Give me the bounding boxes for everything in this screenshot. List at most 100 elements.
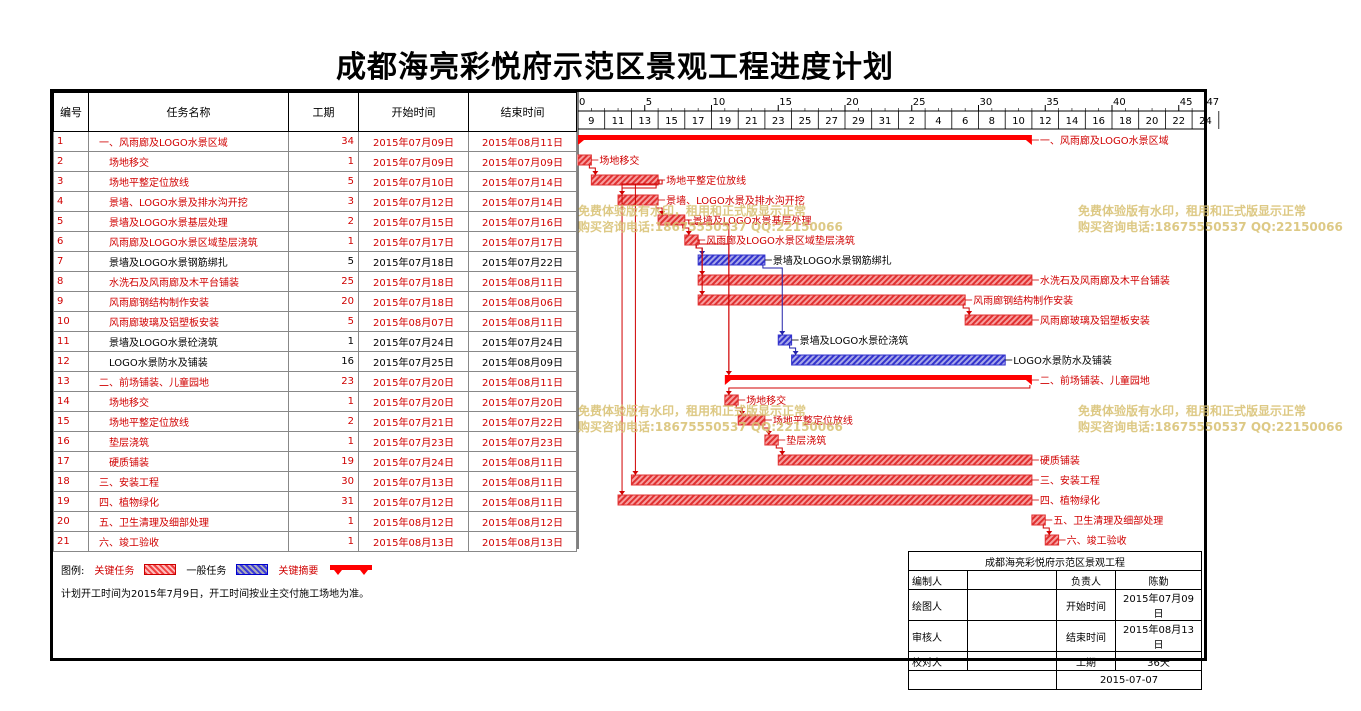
watermark-2: 免费体验版有水印，租用和正式版显示正常购买咨询电话:18675550537 QQ… xyxy=(1078,204,1343,234)
date-tick-label: 4 xyxy=(935,116,941,127)
date-tick-label: 20 xyxy=(1146,116,1159,127)
gantt-bar-label: 场地平整定位放线 xyxy=(666,174,746,187)
dependency-arrow xyxy=(1046,531,1053,535)
day-tick-label: 25 xyxy=(913,97,926,108)
info-cell: 36天 xyxy=(1115,651,1202,671)
gantt-bar-label: 硬质铺装 xyxy=(1040,454,1080,467)
gantt-bar xyxy=(764,434,779,446)
gantt-summary-cap xyxy=(724,380,731,385)
day-tick-label: 0 xyxy=(579,97,585,108)
gantt-bar xyxy=(577,154,592,166)
row-end: 2015年07月22日 xyxy=(468,251,577,272)
gantt-bar xyxy=(630,474,1033,486)
date-tick-label: 29 xyxy=(852,116,865,127)
dependency-line xyxy=(686,219,730,375)
gantt-summary-cap xyxy=(1025,380,1032,385)
dependency-arrow xyxy=(632,471,639,475)
gantt-bar-label: 场地移交 xyxy=(599,154,639,167)
header-start: 开始时间 xyxy=(358,92,469,132)
gantt-bar-label: 场地移交 xyxy=(746,394,786,407)
info-cell: 2015年08月13日 xyxy=(1115,620,1202,652)
info-cell: 结束时间 xyxy=(1056,620,1116,652)
date-tick-label: 23 xyxy=(772,116,785,127)
day-tick-label: 40 xyxy=(1113,97,1126,108)
date-tick-label: 31 xyxy=(879,116,892,127)
row-duration: 1 xyxy=(288,531,359,552)
date-tick-label: 22 xyxy=(1172,116,1185,127)
info-cell: 负责人 xyxy=(1056,570,1116,590)
date-tick-label: 27 xyxy=(825,116,838,127)
row-end: 2015年08月13日 xyxy=(468,531,577,552)
gantt-bar-label: 风雨廊及LOGO水景区域垫层浇筑 xyxy=(706,234,855,247)
dependency-arrow xyxy=(779,451,786,455)
info-cell xyxy=(967,570,1057,590)
dependency-arrow xyxy=(792,351,799,355)
day-tick-label: 15 xyxy=(779,97,792,108)
gantt-summary-bar xyxy=(724,375,1032,380)
day-tick-label: 5 xyxy=(646,97,652,108)
watermark-1: 免费体验版有水印，租用和正式版显示正常购买咨询电话:18675550537 QQ… xyxy=(578,204,843,234)
gantt-bar-label: 五、卫生清理及细部处理 xyxy=(1053,514,1163,527)
date-tick-label: 25 xyxy=(799,116,812,127)
info-cell: 校对人 xyxy=(908,651,968,671)
day-tick-label: 10 xyxy=(713,97,726,108)
legend-normal-label: 一般任务 xyxy=(186,566,227,577)
dependency-line xyxy=(634,179,663,475)
gantt-bar-label: 四、植物绿化 xyxy=(1040,494,1100,507)
gantt-bar-label: 景墙及LOGO水景钢筋绑扎 xyxy=(773,254,892,267)
day-tick-label: 47 xyxy=(1206,97,1219,108)
gantt-summary-bar xyxy=(578,135,1032,140)
gantt-bar-label: 场地平整定位放线 xyxy=(773,414,853,427)
gantt-bar xyxy=(777,334,793,346)
gantt-bar xyxy=(697,274,1033,286)
date-tick-label: 2 xyxy=(909,116,915,127)
dependency-arrow xyxy=(699,291,706,295)
dependency-line xyxy=(695,245,703,295)
legend-critical-label: 关键任务 xyxy=(94,566,135,577)
header-id: 编号 xyxy=(53,92,89,132)
legend-summary-swatch xyxy=(330,564,373,575)
chart-title: 成都海亮彩悦府示范区景观工程进度计划 xyxy=(336,50,894,85)
dependency-arrow xyxy=(592,171,599,175)
date-tick-label: 12 xyxy=(1039,116,1052,127)
dependency-line xyxy=(728,385,1031,395)
info-cell: 审核人 xyxy=(908,620,968,652)
header-end: 结束时间 xyxy=(468,92,577,132)
gantt-bar xyxy=(617,494,1033,506)
dependency-arrow xyxy=(725,371,732,375)
date-tick-label: 16 xyxy=(1092,116,1105,127)
date-tick-label: 21 xyxy=(745,116,758,127)
info-cell xyxy=(967,589,1057,621)
gantt-bar xyxy=(1031,514,1046,526)
date-tick-label: 17 xyxy=(692,116,705,127)
dependency-arrow xyxy=(779,331,786,335)
gantt-bar xyxy=(1044,534,1060,546)
info-cell: 工期 xyxy=(1056,651,1116,671)
gantt-bar xyxy=(697,254,766,266)
gantt-bar-label: 水洗石及风雨廊及木平台铺装 xyxy=(1040,274,1170,287)
gantt-bar-label: 六、竣工验收 xyxy=(1067,534,1127,547)
gantt-bar-label: 二、前场铺装、儿童园地 xyxy=(1040,374,1150,387)
gantt-summary-cap xyxy=(1025,140,1032,145)
gantt-bar-label: 风雨廊钢结构制作安装 xyxy=(973,294,1073,307)
gantt-bar xyxy=(964,314,1033,326)
gantt-bar xyxy=(777,454,1033,466)
gantt-bar-label: 一、风雨廊及LOGO水景区域 xyxy=(1040,134,1169,147)
info-date: 2015-07-07 xyxy=(1056,670,1202,690)
header-name: 任务名称 xyxy=(88,92,289,132)
date-tick-label: 6 xyxy=(962,116,968,127)
outer-frame xyxy=(50,89,1207,661)
legend-normal-swatch xyxy=(236,564,269,575)
